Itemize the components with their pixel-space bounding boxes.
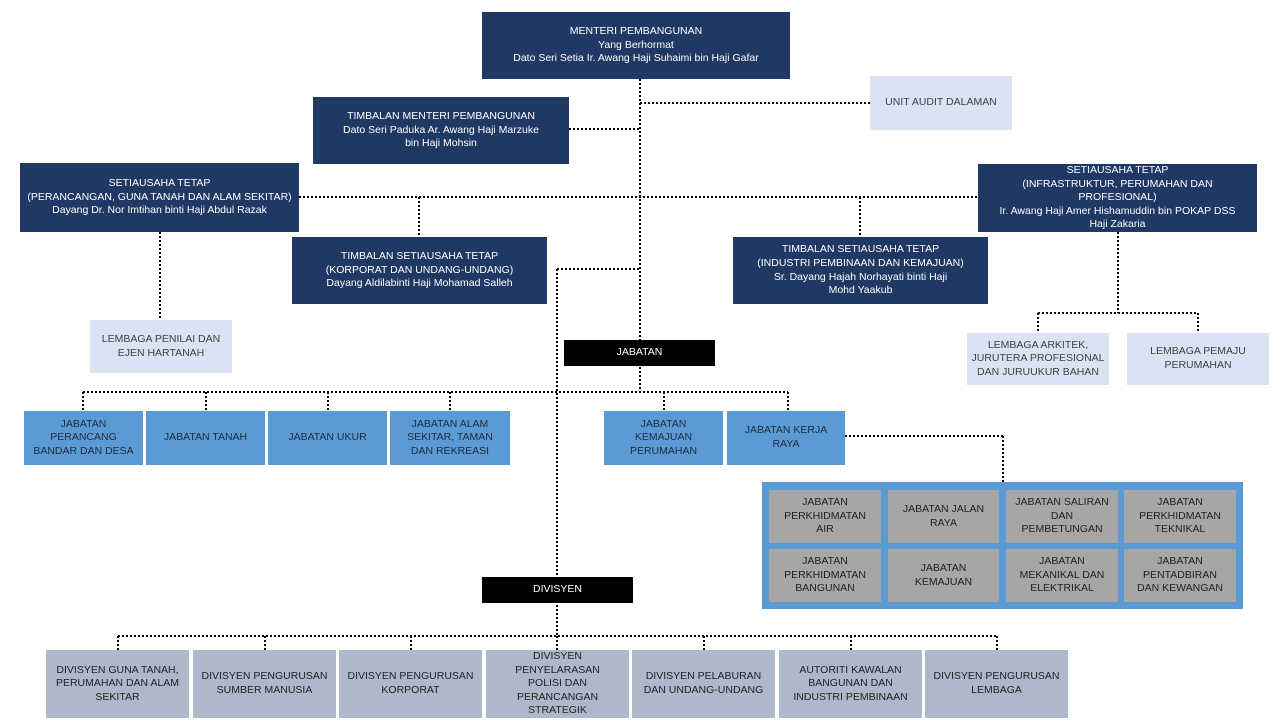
minister-box: MENTERI PEMBANGUNAN Yang Berhormat Dato … bbox=[482, 12, 790, 79]
jkr-unit-box-6: JABATAN KEMAJUAN bbox=[888, 549, 999, 602]
divisyen-label: DIVISYEN PENGURUSAN KORPORAT bbox=[347, 670, 474, 696]
dps-corporate-portfolio: (KORPORAT DAN UNDANG-UNDANG) bbox=[325, 263, 514, 276]
divisyen-label: DIVISYEN PELABURAN DAN UNDANG-UNDANG bbox=[643, 670, 764, 696]
dps-corporate-name: Dayang Aldilabinti Haji Mohamad Salleh bbox=[326, 277, 513, 290]
jabatan-box-3: JABATAN UKUR bbox=[268, 411, 387, 465]
divisyen-label: DIVISYEN PENGURUSAN LEMBAGA bbox=[933, 670, 1060, 696]
divisyen-header: DIVISYEN bbox=[482, 577, 633, 603]
divisyen-label: AUTORITI KAWALAN BANGUNAN DAN INDUSTRI P… bbox=[793, 663, 908, 703]
board-valuers-label: LEMBAGA PENILAI DAN EJEN HARTANAH bbox=[101, 332, 221, 359]
board-valuers-box: LEMBAGA PENILAI DAN EJEN HARTANAH bbox=[90, 320, 232, 373]
jkr-unit-label: JABATAN PERKHIDMATAN BANGUNAN bbox=[784, 555, 866, 595]
jabatan-header-label: JABATAN bbox=[616, 346, 663, 359]
ps-planning-portfolio: (PERANCANGAN, GUNA TANAH DAN ALAM SEKITA… bbox=[27, 190, 292, 203]
minister-honorific: Yang Berhormat bbox=[598, 38, 674, 51]
ps-infra-title: SETIAUSAHA TETAP bbox=[1066, 163, 1169, 176]
deputy-minister-title: TIMBALAN MENTERI PEMBANGUNAN bbox=[347, 110, 535, 123]
divisyen-label: DIVISYEN PENGURUSAN SUMBER MANUSIA bbox=[201, 670, 328, 696]
dps-industry-name: Sr. Dayang Hajah Norhayati binti Haji Mo… bbox=[773, 270, 948, 297]
jkr-unit-box-1: JABATAN PERKHIDMATAN AIR bbox=[769, 490, 881, 543]
jkr-unit-label: JABATAN MEKANIKAL DAN ELEKTRIKAL bbox=[1019, 555, 1105, 595]
minister-name: Dato Seri Setia Ir. Awang Haji Suhaimi b… bbox=[513, 52, 759, 65]
jabatan-box-5: JABATAN KEMAJUAN PERUMAHAN bbox=[604, 411, 723, 465]
board-housing-box: LEMBAGA PEMAJU PERUMAHAN bbox=[1127, 333, 1269, 385]
divisyen-header-label: DIVISYEN bbox=[532, 583, 582, 596]
jabatan-box-2: JABATAN TANAH bbox=[146, 411, 265, 465]
jkr-unit-box-5: JABATAN PERKHIDMATAN BANGUNAN bbox=[769, 549, 881, 602]
divisyen-box-2: DIVISYEN PENGURUSAN SUMBER MANUSIA bbox=[193, 650, 336, 718]
jabatan-label: JABATAN KERJA RAYA bbox=[744, 424, 828, 450]
board-architects-box: LEMBAGA ARKITEK, JURUTERA PROFESIONAL DA… bbox=[967, 333, 1109, 385]
jkr-unit-label: JABATAN JALAN RAYA bbox=[902, 502, 985, 529]
dps-industry-title: TIMBALAN SETIAUSAHA TETAP bbox=[781, 243, 940, 256]
ps-infra-name: Ir. Awang Haji Amer Hishamuddin bin POKA… bbox=[999, 204, 1236, 231]
board-housing-label: LEMBAGA PEMAJU PERUMAHAN bbox=[1150, 345, 1246, 371]
deputy-minister-name: Dato Seri Paduka Ar. Awang Haji Marzuke … bbox=[343, 123, 539, 150]
divisyen-box-5: DIVISYEN PELABURAN DAN UNDANG-UNDANG bbox=[632, 650, 775, 718]
dps-industry-box: TIMBALAN SETIAUSAHA TETAP (INDUSTRI PEMB… bbox=[733, 237, 988, 304]
jkr-unit-box-7: JABATAN MEKANIKAL DAN ELEKTRIKAL bbox=[1006, 549, 1118, 602]
jabatan-box-4: JABATAN ALAM SEKITAR, TAMAN DAN REKREASI bbox=[390, 411, 510, 465]
ps-planning-name: Dayang Dr. Nor Imtihan binti Haji Abdul … bbox=[52, 204, 267, 217]
jabatan-label: JABATAN ALAM SEKITAR, TAMAN DAN REKREASI bbox=[407, 417, 493, 457]
jkr-unit-label: JABATAN PENTADBIRAN DAN KEWANGAN bbox=[1137, 555, 1223, 595]
jabatan-label: JABATAN UKUR bbox=[288, 431, 367, 444]
jabatan-label: JABATAN KEMAJUAN PERUMAHAN bbox=[629, 417, 698, 457]
dps-industry-portfolio: (INDUSTRI PEMBINAAN DAN KEMAJUAN) bbox=[757, 256, 964, 269]
jkr-unit-label: JABATAN PERKHIDMATAN AIR bbox=[784, 496, 866, 536]
minister-title: MENTERI PEMBANGUNAN bbox=[569, 25, 703, 38]
divisyen-label: DIVISYEN PENYELARASAN POLISI DAN PERANCA… bbox=[515, 649, 600, 717]
audit-unit-box: UNIT AUDIT DALAMAN bbox=[870, 76, 1012, 130]
ps-planning-box: SETIAUSAHA TETAP (PERANCANGAN, GUNA TANA… bbox=[20, 163, 299, 232]
jkr-unit-box-2: JABATAN JALAN RAYA bbox=[888, 490, 999, 543]
jkr-unit-box-3: JABATAN SALIRAN DAN PEMBETUNGAN bbox=[1006, 490, 1118, 543]
divisyen-box-4: DIVISYEN PENYELARASAN POLISI DAN PERANCA… bbox=[486, 650, 629, 718]
jkr-unit-box-4: JABATAN PERKHIDMATAN TEKNIKAL bbox=[1124, 490, 1236, 543]
ps-infra-box: SETIAUSAHA TETAP (INFRASTRUKTUR, PERUMAH… bbox=[978, 164, 1257, 232]
jkr-unit-label: JABATAN PERKHIDMATAN TEKNIKAL bbox=[1139, 496, 1221, 536]
divisyen-box-7: DIVISYEN PENGURUSAN LEMBAGA bbox=[925, 650, 1068, 718]
jabatan-box-6: JABATAN KERJA RAYA bbox=[727, 411, 845, 465]
audit-unit-label: UNIT AUDIT DALAMAN bbox=[885, 96, 997, 109]
jabatan-label: JABATAN PERANCANG BANDAR DAN DESA bbox=[33, 417, 134, 457]
ps-infra-portfolio: (INFRASTRUKTUR, PERUMAHAN DAN PROFESIONA… bbox=[1022, 177, 1213, 204]
divisyen-box-3: DIVISYEN PENGURUSAN KORPORAT bbox=[339, 650, 482, 718]
dps-corporate-title: TIMBALAN SETIAUSAHA TETAP bbox=[340, 250, 499, 263]
jabatan-header: JABATAN bbox=[564, 340, 715, 366]
jabatan-label: JABATAN TANAH bbox=[163, 431, 248, 444]
dps-corporate-box: TIMBALAN SETIAUSAHA TETAP (KORPORAT DAN … bbox=[292, 237, 547, 304]
ps-planning-title: SETIAUSAHA TETAP bbox=[108, 177, 211, 190]
deputy-minister-box: TIMBALAN MENTERI PEMBANGUNAN Dato Seri P… bbox=[313, 97, 569, 164]
divisyen-label: DIVISYEN GUNA TANAH, PERUMAHAN DAN ALAM … bbox=[55, 663, 180, 703]
divisyen-box-1: DIVISYEN GUNA TANAH, PERUMAHAN DAN ALAM … bbox=[46, 650, 189, 718]
jkr-unit-label: JABATAN KEMAJUAN bbox=[914, 561, 973, 588]
jkr-unit-label: JABATAN SALIRAN DAN PEMBETUNGAN bbox=[1015, 496, 1109, 536]
board-architects-label: LEMBAGA ARKITEK, JURUTERA PROFESIONAL DA… bbox=[971, 338, 1105, 378]
jabatan-box-1: JABATAN PERANCANG BANDAR DAN DESA bbox=[24, 411, 143, 465]
divisyen-box-6: AUTORITI KAWALAN BANGUNAN DAN INDUSTRI P… bbox=[779, 650, 922, 718]
jkr-unit-box-8: JABATAN PENTADBIRAN DAN KEWANGAN bbox=[1124, 549, 1236, 602]
